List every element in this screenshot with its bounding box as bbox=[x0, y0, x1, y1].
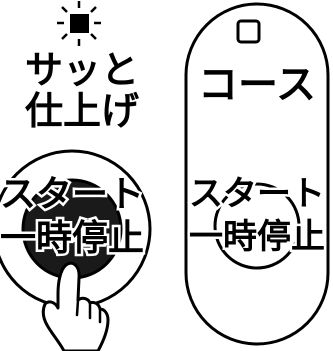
course-panel bbox=[184, 2, 330, 346]
pointing-finger-icon bbox=[41, 261, 110, 351]
lit-square-indicator bbox=[57, 1, 101, 46]
left-start-label: スタート bbox=[0, 174, 144, 215]
left-pause-label: 一時停止 bbox=[0, 218, 144, 259]
course-label: コース bbox=[198, 62, 316, 108]
right-start-pause-button[interactable]: スタート 一時停止 bbox=[187, 172, 328, 270]
unlit-square-indicator bbox=[236, 19, 261, 44]
quick-finish-label-line1: サッと bbox=[25, 48, 139, 92]
quick-finish-label-line2: 仕上げ bbox=[25, 89, 139, 133]
right-pause-label: 一時停止 bbox=[189, 217, 325, 257]
right-start-label: スタート bbox=[189, 174, 325, 214]
